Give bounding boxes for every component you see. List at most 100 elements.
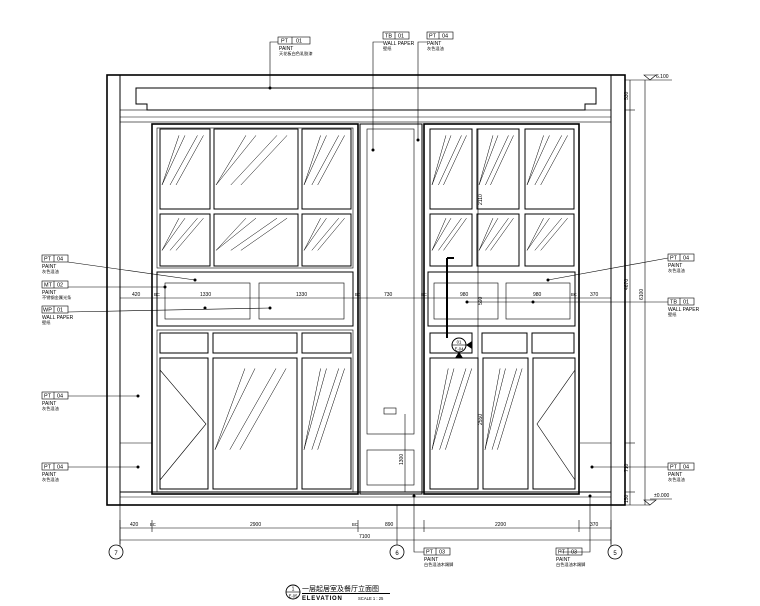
section-marker: 01 E-04 [446, 257, 472, 358]
svg-text:PAINT: PAINT [279, 46, 293, 52]
right-cabinet [423, 123, 580, 495]
tag-left-pt04-a: PT 04 PAINT 灰色混油 [41, 254, 69, 275]
svg-text:04: 04 [442, 34, 448, 40]
svg-text:PAINT: PAINT [42, 290, 56, 296]
glass-pane-hatch [478, 218, 514, 251]
tag-top-tb01: TB 01 WALL PAPER 壁纸 [382, 31, 415, 52]
title-sheet: E-05 [289, 594, 299, 599]
axis-markers: 7 6 5 [108, 505, 623, 560]
glass-pane-hatch [303, 217, 345, 251]
dim-v-530: 530 [624, 91, 630, 100]
svg-text:白色混油木踢脚: 白色混油木踢脚 [556, 561, 585, 568]
bc-mark-2: BC [355, 292, 361, 297]
bottom-dimensions: 420 2900 890 2200 370 7100 BC BC [119, 520, 612, 544]
tag-right-tb01: TB 01 WALL PAPER 壁纸 [667, 297, 700, 318]
bc-mark-6: BC [352, 522, 358, 527]
bc-mark-1: BC [154, 292, 160, 297]
svg-text:PAINT: PAINT [556, 557, 570, 563]
svg-text:04: 04 [57, 394, 63, 400]
svg-text:04: 04 [57, 257, 63, 263]
dim-inner-590: 590 [478, 296, 484, 305]
svg-text:04: 04 [57, 465, 63, 471]
dim-b-total: 7100 [359, 534, 370, 540]
dim-b-890: 890 [385, 522, 394, 528]
svg-text:天花板白色乳胶漆: 天花板白色乳胶漆 [279, 50, 313, 57]
dim-inner-1300: 1300 [399, 454, 405, 465]
svg-text:PT: PT [558, 550, 566, 556]
title-number: 1 [292, 587, 295, 593]
glass-pane-hatch [431, 135, 467, 186]
svg-text:PAINT: PAINT [427, 41, 441, 47]
bc-mark-3: BC [421, 292, 427, 297]
tag-bottom-pt03-b: PT 03 PAINT 白色混油木踢脚 [555, 547, 585, 568]
tag-left-pt04-b: PT 04 PAINT 灰色混油 [41, 391, 69, 412]
svg-text:TB: TB [670, 300, 677, 306]
svg-text:不锈钢金属光条: 不锈钢金属光条 [42, 294, 72, 301]
tag-right-pt04-b: PT 04 PAINT 灰色混油 [667, 462, 695, 483]
dim-b-2900: 2900 [250, 522, 261, 528]
title-scale: SCALE 1 : 25 [358, 596, 384, 601]
glass-pane-hatch [526, 135, 568, 186]
svg-text:04: 04 [683, 465, 689, 471]
axis-label-6: 6 [395, 551, 399, 557]
svg-text:PAINT: PAINT [668, 472, 682, 478]
svg-text:03: 03 [571, 550, 577, 556]
tag-top-pt01: PT 01 PAINT 天花板白色乳胶漆 [277, 36, 313, 57]
tag-left-wp01: WP 01 WALL PAPER 壁纸 [41, 305, 74, 326]
svg-text:PT: PT [44, 394, 52, 400]
svg-text:白色混油木踢脚: 白色混油木踢脚 [424, 561, 453, 568]
glass-pane-hatch [215, 135, 288, 186]
dim-mid-1330a: 1330 [200, 292, 211, 298]
dim-inner-2110: 2110 [478, 194, 484, 205]
glass-pane-hatch [303, 135, 345, 186]
glass-pane-hatch [161, 135, 204, 186]
svg-text:PAINT: PAINT [42, 401, 56, 407]
inner-vertical-dimensions: 2110 590 2550 1300 [399, 129, 484, 492]
dim-v-4670: 4670 [624, 279, 630, 290]
dim-b-420: 420 [130, 522, 139, 528]
axis-label-7: 7 [114, 551, 118, 557]
svg-text:WALL PAPER: WALL PAPER [668, 307, 700, 313]
dim-b-2200: 2200 [495, 522, 506, 528]
svg-text:PT: PT [670, 465, 678, 471]
svg-text:01: 01 [683, 300, 689, 306]
svg-text:PT: PT [670, 256, 678, 262]
glass-pane-hatch [431, 218, 467, 251]
tag-left-mt02: MT 02 PAINT 不锈钢金属光条 [41, 280, 72, 301]
dim-v-710: 710 [624, 463, 630, 472]
svg-text:WALL PAPER: WALL PAPER [42, 315, 74, 321]
dim-v-total: 6100 [639, 289, 645, 300]
svg-text:WP: WP [43, 308, 52, 314]
svg-text:03: 03 [439, 550, 445, 556]
glass-pane-hatch [303, 368, 345, 450]
glass-pane-hatch [478, 135, 514, 186]
glass-hatching [161, 135, 568, 450]
svg-text:灰色混油: 灰色混油 [668, 476, 685, 483]
svg-text:04: 04 [683, 256, 689, 262]
svg-text:02: 02 [57, 283, 63, 289]
dim-mid-1330b: 1330 [296, 292, 307, 298]
wallpaper-column [359, 123, 423, 495]
title-en: ELEVATION [302, 596, 343, 602]
svg-text:PT: PT [426, 550, 434, 556]
glass-pane-hatch [215, 217, 288, 251]
tag-top-pt04: PT 04 PAINT 灰色混油 [426, 31, 454, 52]
axis-label-5: 5 [613, 551, 617, 557]
glass-pane-hatch [214, 368, 287, 450]
svg-text:壁纸: 壁纸 [668, 311, 677, 318]
left-cabinet [151, 123, 359, 495]
tag-right-pt04-a: PT 04 PAINT 灰色混油 [667, 253, 695, 274]
svg-text:PT: PT [44, 257, 52, 263]
svg-text:灰色混油: 灰色混油 [42, 268, 59, 275]
dim-mid-420: 420 [132, 292, 141, 298]
dim-b-370: 370 [590, 522, 599, 528]
svg-text:01: 01 [296, 39, 302, 45]
svg-text:PAINT: PAINT [42, 472, 56, 478]
svg-text:01: 01 [57, 308, 63, 314]
mid-horizontal-dimensions: 420 1330 1330 730 980 980 370 BC BC BC B… [120, 292, 611, 299]
dim-mid-730: 730 [384, 292, 393, 298]
svg-text:PAINT: PAINT [424, 557, 438, 563]
glass-pane-hatch [161, 217, 204, 251]
drawing-title: 1 E-05 一层起居室及餐厅立面图 ELEVATION SCALE 1 : 2… [285, 584, 390, 602]
svg-text:PAINT: PAINT [42, 264, 56, 270]
